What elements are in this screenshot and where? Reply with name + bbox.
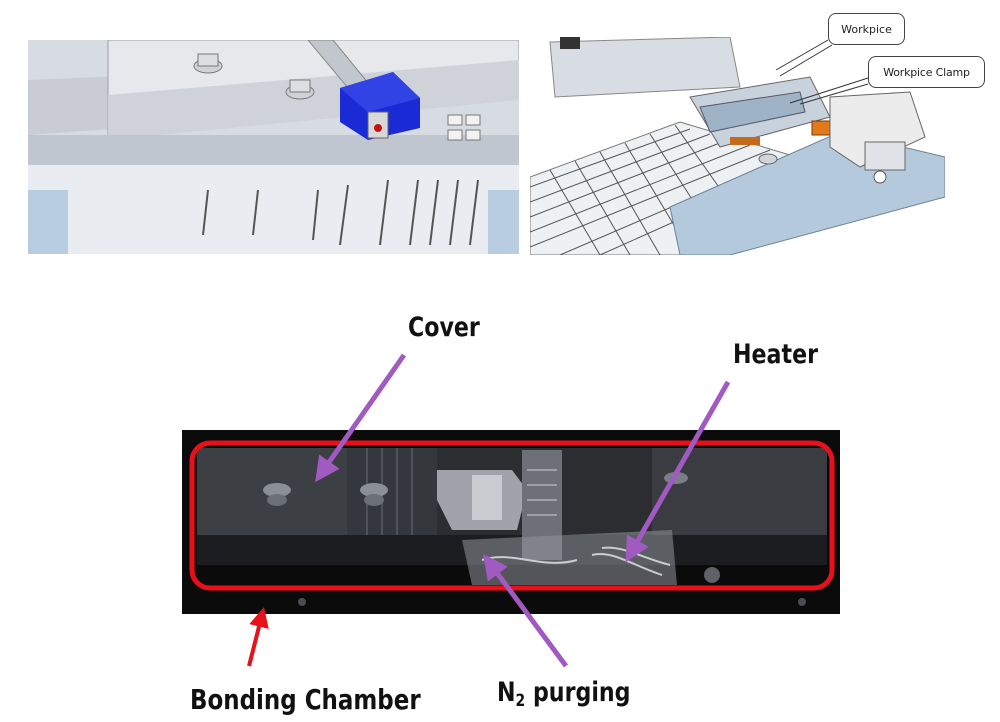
label-n2-subscript: 2: [515, 691, 526, 711]
callout-workpiece-clamp-text: Workpice Clamp: [883, 65, 970, 79]
label-n2-purging-text: purging: [525, 677, 631, 708]
cad-left-drawing: [28, 40, 519, 254]
bonding-chamber-arrow: [247, 607, 269, 667]
photo-bonding-chamber: [182, 430, 840, 614]
photo-drawing: [182, 430, 840, 614]
callout-workpiece-clamp: Workpice Clamp: [868, 56, 985, 88]
label-cover: Cover: [408, 312, 480, 343]
callout-workpiece: Workpice: [828, 13, 905, 45]
callout-workpiece-text: Workpice: [841, 22, 892, 36]
cad-rendering-chamber-left: [28, 40, 519, 254]
label-n2-symbol: N: [497, 677, 516, 708]
label-n2-purging: N2 purging: [497, 677, 631, 711]
label-heater: Heater: [733, 339, 819, 370]
label-bonding-chamber: Bonding Chamber: [190, 683, 421, 716]
